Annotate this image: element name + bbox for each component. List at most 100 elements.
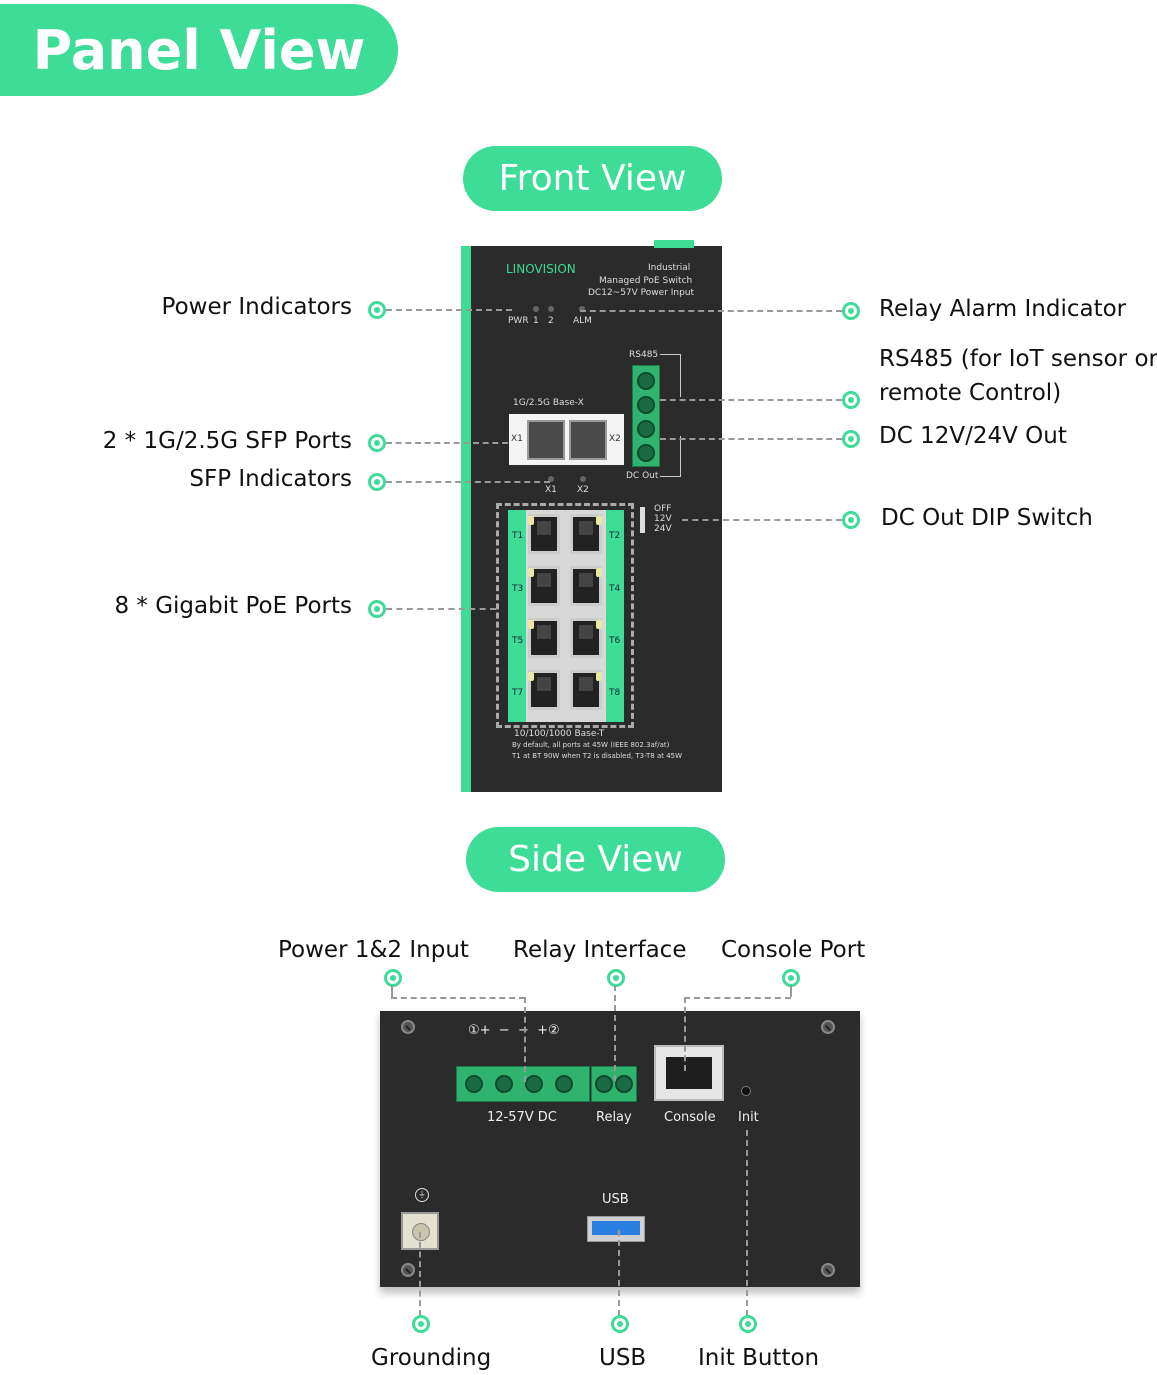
callout-usb: USB [599, 1345, 647, 1371]
ground-symbol-icon: ⏚ [415, 1188, 429, 1202]
callout-dot [368, 600, 386, 618]
rj-label-t1: T1 [512, 531, 524, 541]
callout-dot [412, 1315, 430, 1333]
screw-icon [821, 1263, 835, 1277]
leader-line [524, 997, 526, 1082]
led-label-1: 1 [533, 316, 539, 326]
rj45-led [528, 620, 534, 629]
callout-dot [739, 1315, 757, 1333]
leader-line [618, 1230, 620, 1316]
usb-port[interactable] [587, 1216, 645, 1242]
relay-terminal-block[interactable] [591, 1066, 637, 1102]
side-device [380, 1011, 860, 1287]
callout-dot [842, 511, 860, 529]
terminal-screw-3 [525, 1075, 543, 1093]
leader-line [746, 1130, 748, 1316]
front-view-title: Front View [498, 158, 687, 199]
led-pwr2 [548, 306, 554, 312]
leader-line [660, 438, 842, 440]
callout-power-indicators: Power Indicators [161, 294, 352, 320]
led-alm [579, 306, 585, 312]
led-pwr1 [533, 306, 539, 312]
init-button[interactable] [741, 1086, 751, 1096]
callout-dot [842, 391, 860, 409]
brand-logo: LINOVISION [506, 262, 576, 276]
sfp-led-x2 [580, 476, 586, 482]
rj45-green-left [508, 510, 526, 722]
rj-label-t7: T7 [512, 688, 524, 698]
callout-init-button: Init Button [698, 1345, 820, 1371]
leader-line [391, 985, 393, 997]
sfp-slot-x1[interactable] [527, 420, 565, 460]
terminal-screw-4 [555, 1075, 573, 1093]
rj45-block [496, 503, 634, 728]
panel-view-header: Panel View [0, 4, 398, 96]
callout-sfp-ports: 2 * 1G/2.5G SFP Ports [102, 428, 352, 454]
terminal-screw-1 [465, 1075, 483, 1093]
leader-line [684, 997, 791, 999]
dip-switch[interactable] [640, 507, 645, 533]
base-t-label: 10/100/1000 Base-T [514, 729, 605, 739]
callout-rs485-line-2: remote Control) [879, 380, 1062, 406]
rj-label-t5: T5 [512, 636, 524, 646]
rj-label-t3: T3 [512, 584, 524, 594]
console-socket [666, 1057, 712, 1089]
callout-dc-out: DC 12V/24V Out [879, 423, 1067, 449]
leader-line [790, 985, 792, 997]
callout-dot [607, 969, 625, 987]
terminal-screw-1 [637, 372, 655, 390]
rs485-bracket [660, 354, 681, 397]
sfp-led-label-x1: X1 [545, 485, 557, 495]
console-port[interactable] [654, 1045, 724, 1101]
rj45-led [596, 672, 602, 681]
sfp-port-label-x2: X2 [609, 434, 621, 444]
dc-out-label: DC Out [626, 471, 659, 481]
dip-label-off: OFF [654, 504, 672, 514]
rj45-led [596, 516, 602, 525]
front-view-pill: Front View [463, 146, 722, 211]
callout-console-port: Console Port [721, 937, 866, 963]
leader-line [660, 399, 842, 401]
sfp-slot-x2[interactable] [569, 420, 607, 460]
callout-dip-switch: DC Out DIP Switch [881, 505, 1093, 531]
callout-sfp-indicators: SFP Indicators [189, 466, 352, 492]
terminal-screw-2 [495, 1075, 513, 1093]
sfp-led-x1 [548, 476, 554, 482]
leader-line [391, 997, 525, 999]
callout-poe-ports: 8 * Gigabit PoE Ports [114, 593, 352, 619]
power-terminal-block[interactable] [456, 1066, 590, 1102]
product-line-1: Industrial [648, 263, 691, 273]
led-label-pwr: PWR [508, 316, 529, 326]
terminal-screw-3 [637, 420, 655, 438]
callout-grounding: Grounding [371, 1345, 492, 1371]
callout-dot [368, 301, 386, 319]
leader-line [386, 309, 512, 311]
side-view-title: Side View [508, 839, 683, 880]
sfp-type-label: 1G/2.5G Base-X [513, 398, 584, 408]
dip-label-24v: 24V [654, 524, 672, 534]
top-clip [654, 240, 694, 248]
footnote-line-1: By default, all ports at 45W (IEEE 802.3… [512, 741, 670, 749]
callout-rs485-line-1: RS485 (for IoT sensor or [879, 346, 1157, 372]
terminal-screw-2 [637, 396, 655, 414]
leader-line [682, 519, 842, 521]
rs485-label: RS485 [629, 350, 659, 360]
leader-line [386, 442, 508, 444]
screw-icon [401, 1020, 415, 1034]
power-label: 12-57V DC [487, 1110, 557, 1125]
callout-power-input: Power 1&2 Input [278, 937, 469, 963]
product-line-3: DC12~57V Power Input [588, 288, 695, 298]
leader-line [419, 1232, 421, 1316]
leader-line [614, 985, 616, 1081]
leader-line [684, 997, 686, 1071]
panel-view-title: Panel View [32, 18, 366, 82]
callout-dot [842, 302, 860, 320]
led-label-alm: ALM [573, 316, 592, 326]
callout-relay-interface: Relay Interface [513, 937, 687, 963]
rj45-port-t3[interactable] [528, 566, 560, 606]
callout-dot [611, 1315, 629, 1333]
rj-label-t8: T8 [609, 688, 621, 698]
leader-line [580, 310, 842, 312]
rj45-led [528, 672, 534, 681]
sfp-led-label-x2: X2 [577, 485, 589, 495]
